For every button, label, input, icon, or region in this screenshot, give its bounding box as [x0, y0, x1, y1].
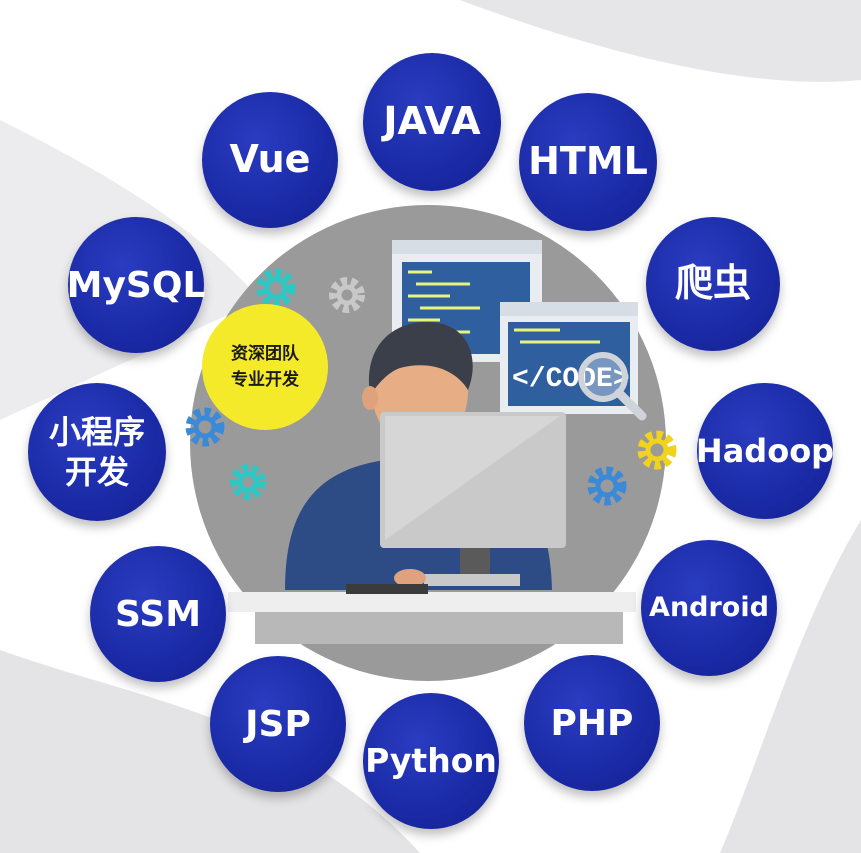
gear-icon-blue-right	[587, 466, 627, 506]
gear-icon-yellow	[637, 430, 677, 470]
badge-line-2: 专业开发	[231, 370, 299, 390]
tech-bubble-java: JAVA	[363, 53, 501, 191]
tech-bubble-php: PHP	[524, 655, 660, 791]
tech-bubble-python: Python	[363, 693, 499, 829]
gear-icon-teal-bottom	[230, 464, 266, 500]
tech-bubble-html: HTML	[519, 93, 657, 231]
tech-bubble-hadoop: Hadoop	[696, 383, 834, 519]
magnifier-icon	[578, 352, 647, 421]
tech-bubble-jsp: JSP	[210, 656, 346, 792]
gear-icon-blue-left	[185, 407, 225, 447]
tech-bubble-vue: Vue	[202, 92, 338, 228]
team-badge: 资深团队 专业开发	[202, 304, 328, 430]
monitor-icon	[380, 412, 566, 586]
badge-line-1: 资深团队	[231, 343, 299, 364]
tech-bubble-android: Android	[641, 540, 777, 676]
tech-bubble-ssm: SSM	[90, 546, 226, 682]
tech-bubble-mysql: MySQL	[67, 217, 205, 353]
hand-icon	[394, 569, 426, 587]
tech-bubble-mini-program: 小程序 开发	[28, 383, 166, 521]
desk	[228, 584, 636, 644]
tech-bubble-crawler: 爬虫	[646, 217, 780, 351]
gear-icon-teal-top	[256, 268, 296, 308]
gear-icon-gray	[329, 277, 365, 313]
code-tag-text: </CODE>	[512, 364, 630, 395]
